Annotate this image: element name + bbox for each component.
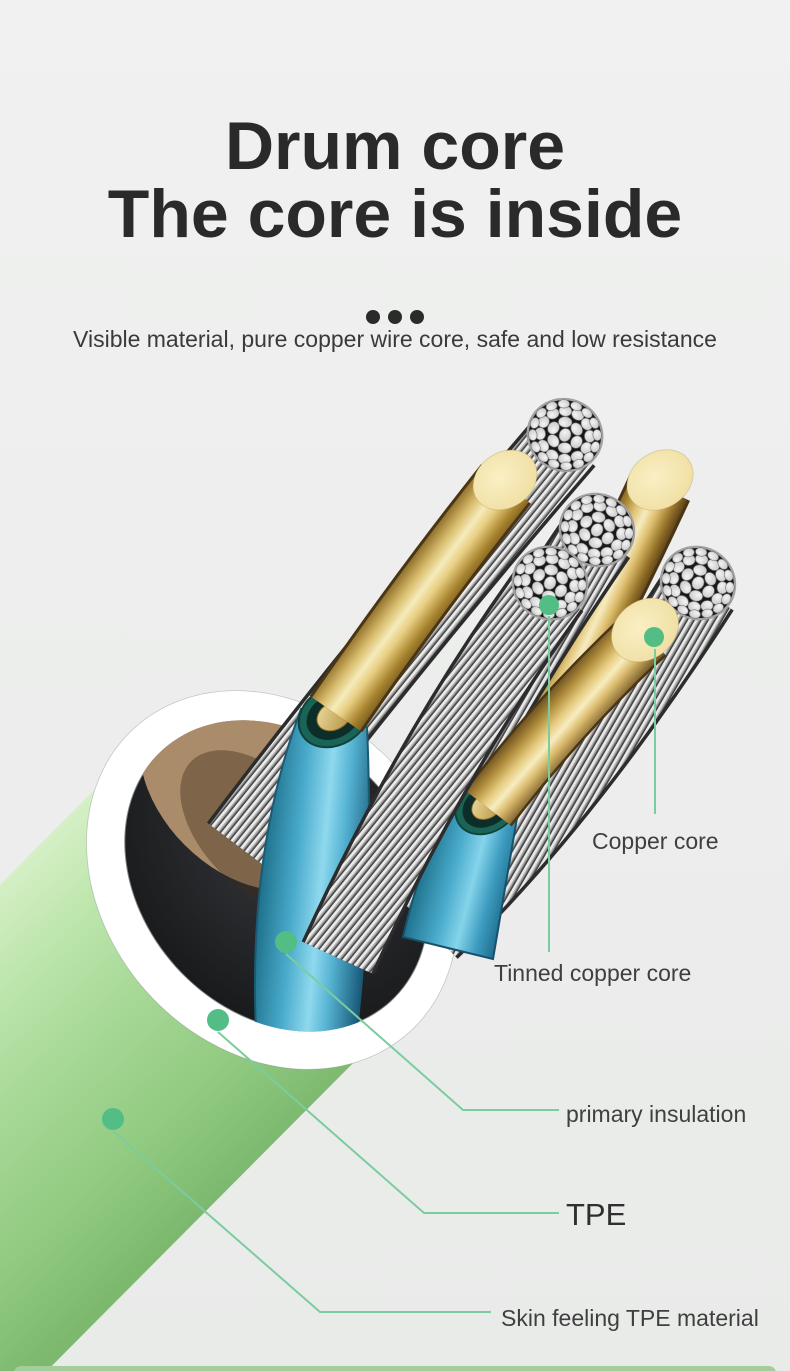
callout-dot-tinned-copper-core bbox=[539, 595, 559, 615]
callout-dot-copper-core bbox=[644, 627, 664, 647]
callout-label-copper-core: Copper core bbox=[592, 828, 719, 854]
title-line-2: The core is inside bbox=[107, 176, 683, 252]
copper-core-tip bbox=[626, 449, 694, 511]
callout-dot-skin-tpe bbox=[102, 1108, 124, 1130]
callout-label-tinned-copper-core: Tinned copper core bbox=[494, 960, 692, 986]
copper-core-tip bbox=[472, 449, 538, 511]
callout-line-skin-tpe bbox=[112, 1130, 491, 1313]
copper-core-wire-left bbox=[312, 465, 529, 731]
next-section-strip bbox=[14, 1366, 776, 1371]
copper-core-tip bbox=[610, 597, 680, 663]
callout-line-primary-insulation bbox=[285, 953, 559, 1111]
three-dots-icon bbox=[0, 310, 790, 324]
callout-label-tpe: TPE bbox=[566, 1197, 627, 1232]
tinned-copper-wire bbox=[304, 566, 581, 974]
callout-label-primary-insulation: primary insulation bbox=[566, 1101, 747, 1127]
tagline: Visible material, pure copper wire core,… bbox=[73, 326, 717, 352]
page-title: Drum core The core is inside bbox=[0, 112, 790, 248]
callout-label-skin-tpe: Skin feeling TPE material bbox=[501, 1305, 759, 1331]
callout-dot-primary-insulation bbox=[275, 931, 297, 953]
callout-line-tpe bbox=[217, 1031, 559, 1214]
title-line-1: Drum core bbox=[224, 108, 566, 184]
callout-dot-tpe bbox=[207, 1009, 229, 1031]
